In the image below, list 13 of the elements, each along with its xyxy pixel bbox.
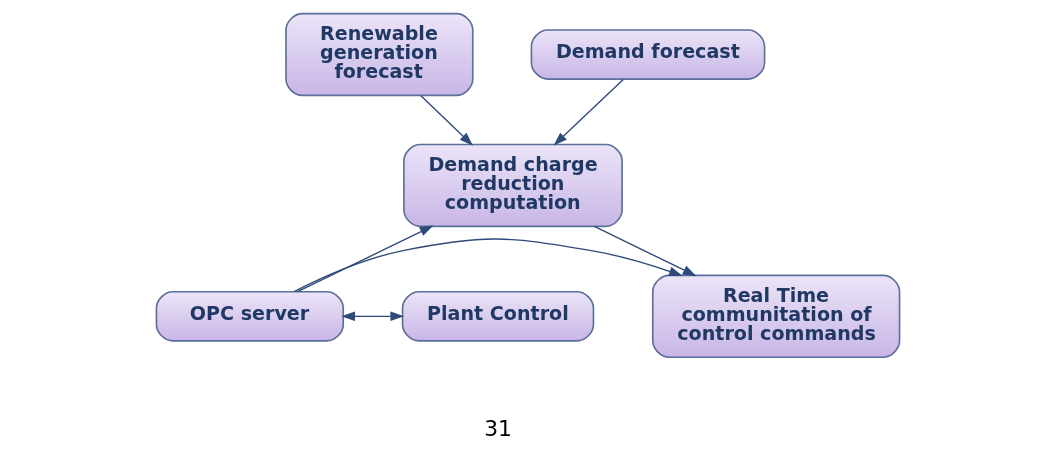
- arrow: [419, 95, 473, 146]
- node-box: Demand charge reduction computation: [402, 143, 623, 228]
- node-box: Plant Control: [401, 290, 594, 342]
- arrow: [296, 225, 433, 293]
- arrow: [340, 311, 404, 322]
- arrow: [293, 238, 683, 293]
- node-box: Renewable generation forecast: [284, 12, 474, 97]
- node-box: Real Time communitation of control commands: [651, 274, 900, 359]
- arrow: [553, 78, 624, 146]
- arrow: [593, 225, 696, 277]
- node-box: OPC server: [155, 290, 344, 342]
- node-box: Demand forecast: [530, 29, 765, 80]
- label: 31: [483, 416, 512, 442]
